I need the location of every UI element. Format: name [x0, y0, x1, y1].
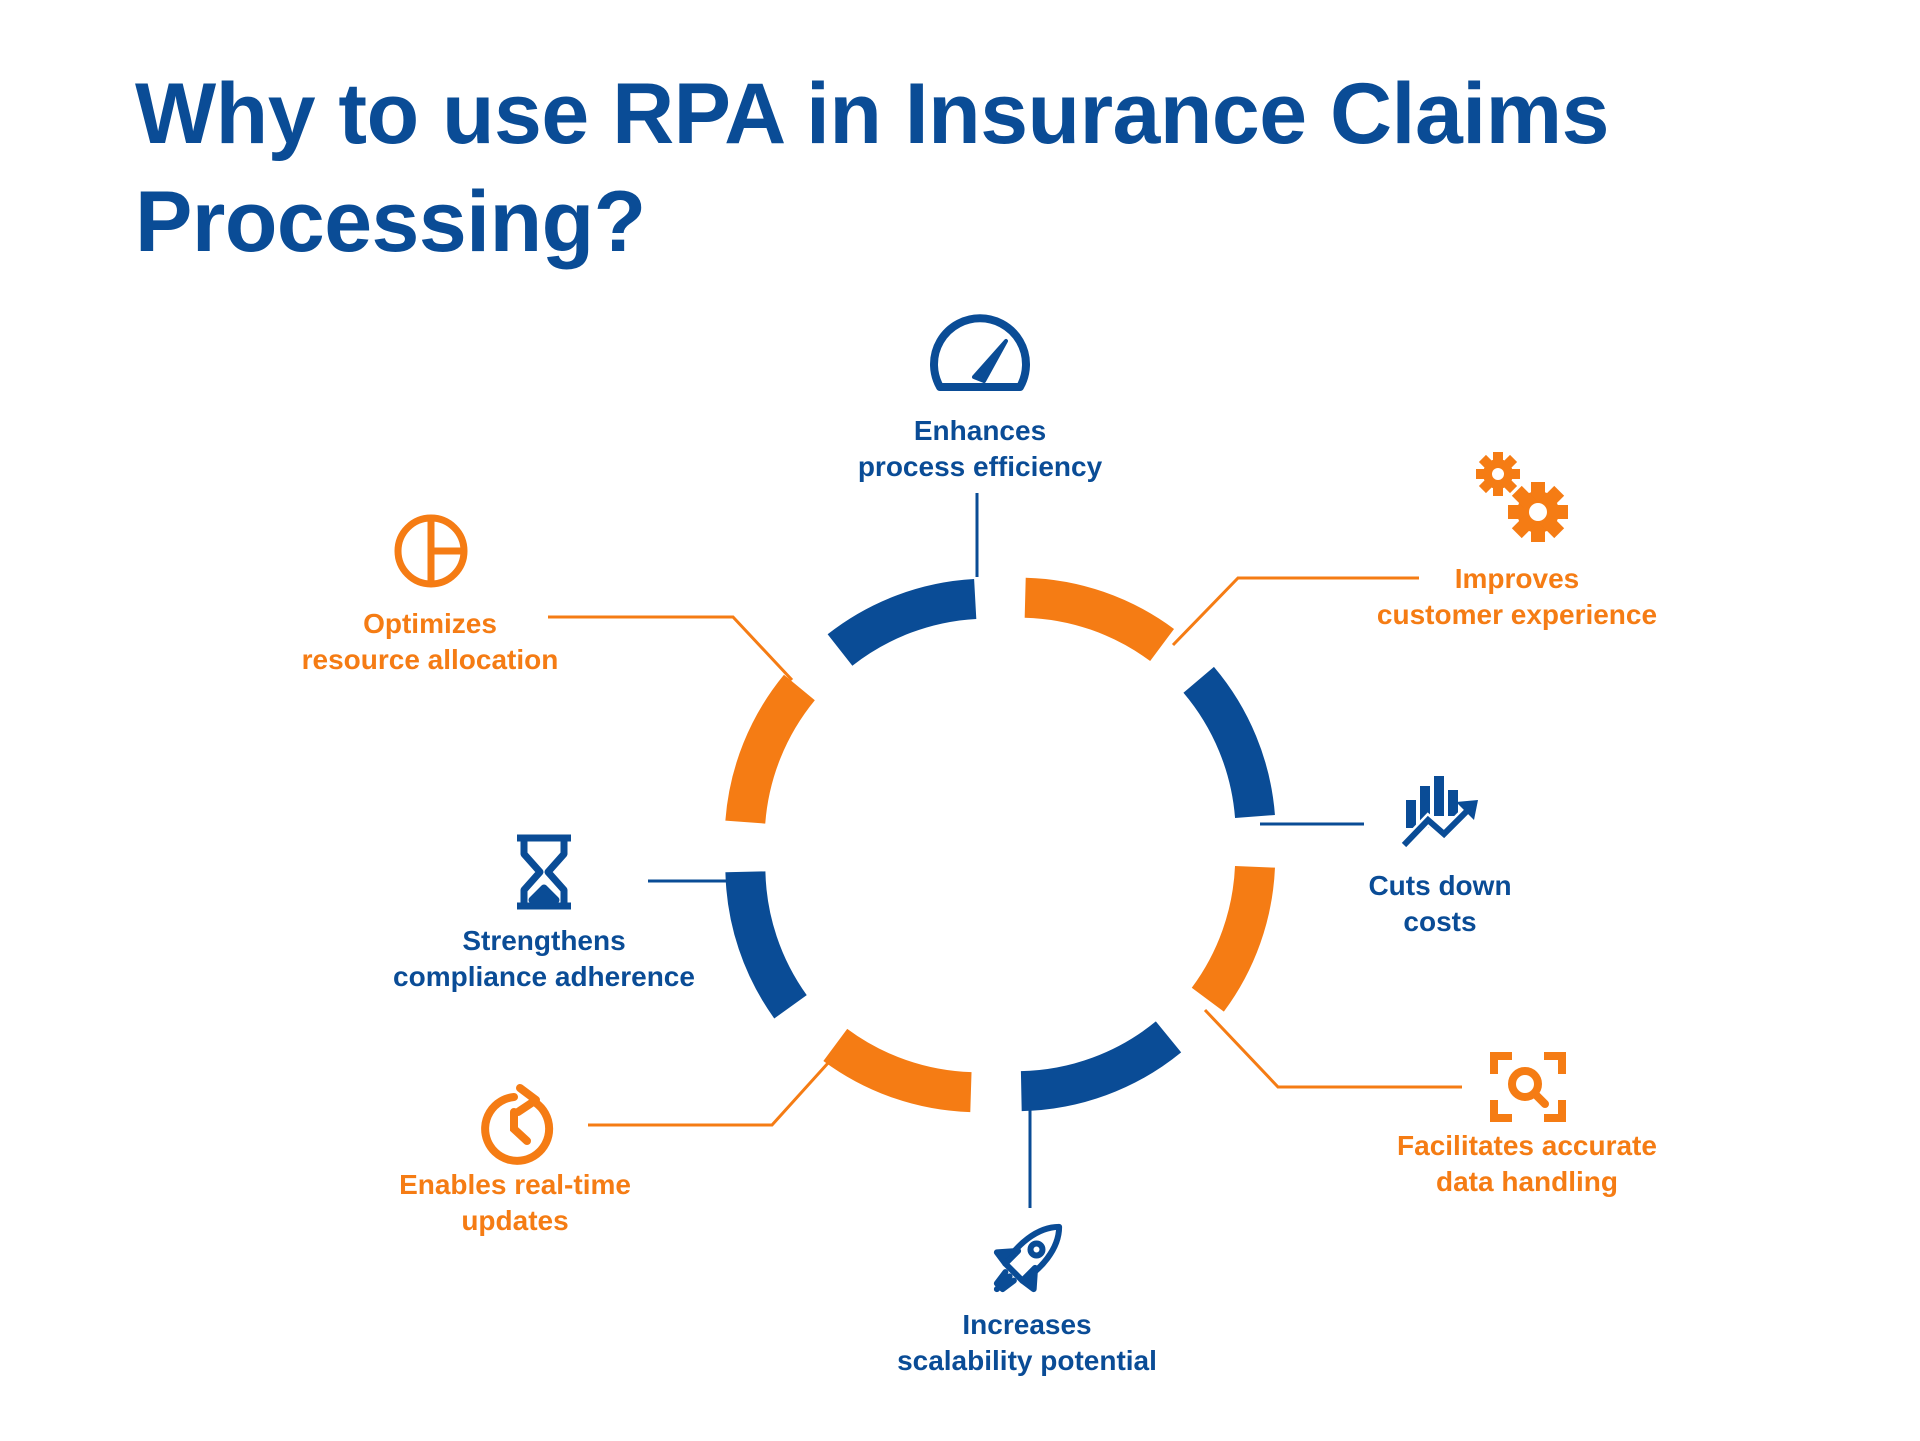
benefit-label-line2: customer experience [1377, 599, 1657, 630]
speedometer-icon [930, 314, 1030, 391]
benefit-label-line1: Strengthens [462, 925, 625, 956]
ring-segment-efficiency [827, 579, 977, 666]
benefit-label-line1: Increases [962, 1309, 1091, 1340]
clock-refresh-icon [481, 1084, 554, 1165]
pie-chart-icon [394, 514, 468, 588]
benefit-enables-real-time-updates: Enables real-time updates [399, 1169, 631, 1236]
scan-search-icon [1490, 1052, 1566, 1122]
connector-customer-experience [1171, 576, 1419, 647]
hourglass-icon [517, 834, 571, 910]
benefit-label-line2: costs [1403, 906, 1476, 937]
chart-trend-icon [1400, 776, 1478, 849]
connector-resource [548, 615, 794, 682]
connector-data-handling [1203, 1008, 1462, 1089]
benefit-increases-scalability: Increases scalability potential [897, 1309, 1157, 1376]
benefit-label-line2: compliance adherence [393, 961, 695, 992]
ring-segment-customer-experience [1024, 577, 1175, 662]
page-title: Why to use RPA in Insurance Claims Proce… [135, 66, 1609, 270]
benefit-label-line1: Enables real-time [399, 1169, 631, 1200]
benefit-facilitates-data-handling: Facilitates accurate data handling [1397, 1130, 1657, 1197]
benefit-label-line1: Facilitates accurate [1397, 1130, 1657, 1161]
ring-segment-data-handling [1191, 865, 1275, 1012]
benefit-optimizes-resource-allocation: Optimizes resource allocation [302, 608, 559, 675]
benefit-strengthens-compliance: Strengthens compliance adherence [393, 925, 695, 992]
benefit-cuts-down-costs: Cuts down costs [1368, 870, 1511, 937]
gears-icon [1476, 452, 1568, 542]
connector-lines [548, 493, 1462, 1208]
rocket-icon [993, 1223, 1063, 1293]
ring-segment-scalability [1020, 1021, 1182, 1112]
benefit-label-line1: Improves [1455, 563, 1580, 594]
ring-segment-costs [1183, 666, 1275, 819]
benefit-enhances-efficiency: Enhances process efficiency [858, 415, 1103, 482]
benefit-improves-customer-experience: Improves customer experience [1377, 563, 1657, 630]
benefit-label-line1: Enhances [914, 415, 1046, 446]
ring-segment-real-time [823, 1028, 972, 1113]
benefit-label-line1: Optimizes [363, 608, 497, 639]
benefit-label-line2: scalability potential [897, 1345, 1157, 1376]
benefit-label-line2: resource allocation [302, 644, 559, 675]
ring [725, 577, 1275, 1113]
benefit-label-line1: Cuts down [1368, 870, 1511, 901]
connector-compliance [648, 879, 737, 883]
connector-real-time [588, 1050, 840, 1127]
benefit-label-line2: process efficiency [858, 451, 1103, 482]
ring-segment-resource [725, 674, 816, 824]
benefit-label-line2: updates [461, 1205, 568, 1236]
ring-segment-compliance [725, 871, 807, 1019]
benefit-label-line2: data handling [1436, 1166, 1618, 1197]
